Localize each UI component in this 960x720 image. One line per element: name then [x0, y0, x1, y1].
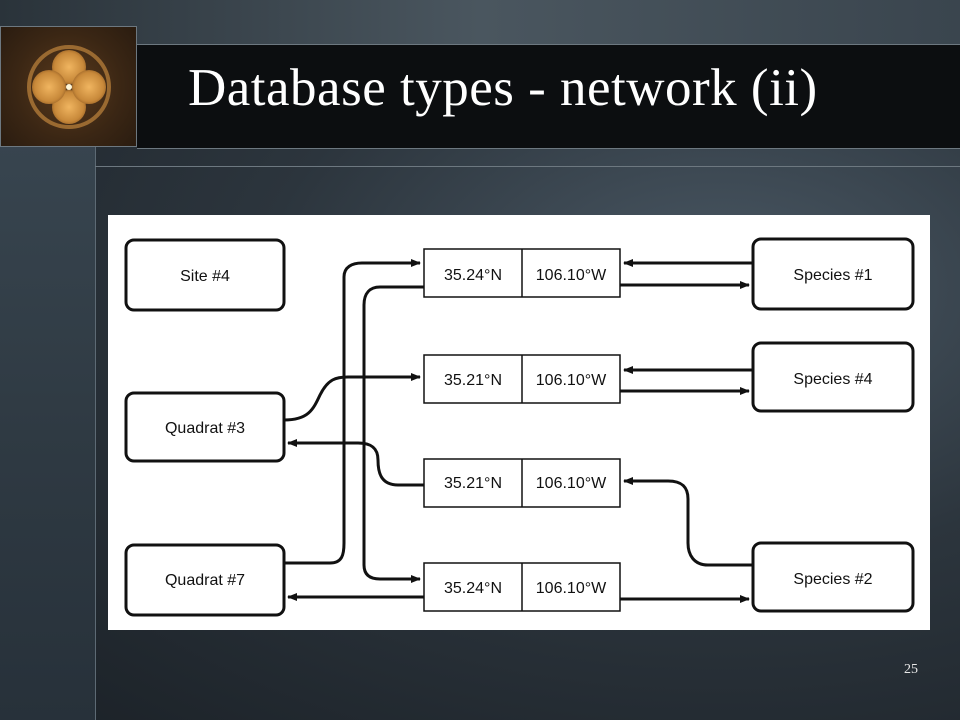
- species-2-box: Species #2: [751, 541, 915, 613]
- site-4-label: Site #4: [180, 268, 230, 285]
- record-2-lon: 106.10°W: [536, 372, 607, 389]
- record-3-lat: 35.21°N: [444, 475, 502, 492]
- arrow-record1-to-record4: [362, 285, 424, 583]
- species-1-box: Species #1: [751, 237, 915, 311]
- record-1-lat: 35.24°N: [444, 267, 502, 284]
- arrow-quadrat3-to-record2: [283, 373, 421, 422]
- page-title: Database types - network (ii): [188, 59, 818, 117]
- record-4-lon: 106.10°W: [536, 580, 607, 597]
- record-3-lon: 106.10°W: [536, 475, 607, 492]
- site-4-box: Site #4: [124, 238, 286, 312]
- quadrat-3-box: Quadrat #3: [124, 391, 286, 463]
- species-1-label: Species #1: [793, 267, 872, 284]
- arrow-record3-to-quadrat3: [287, 439, 424, 487]
- slide-number: 25: [904, 662, 918, 677]
- left-connectors: [283, 259, 424, 601]
- right-connectors: [620, 259, 753, 603]
- top-decor-band: [0, 0, 960, 44]
- record-4-lat: 35.24°N: [444, 580, 502, 597]
- arrow-species2-to-record3: [623, 477, 753, 567]
- network-diagram: Site #4 Quadrat #3 Quadrat #7 35.24°N 10…: [108, 215, 930, 630]
- species-2-label: Species #2: [793, 571, 872, 588]
- record-1: 35.24°N 106.10°W: [423, 248, 621, 298]
- species-4-label: Species #4: [793, 371, 872, 388]
- species-4-box: Species #4: [751, 341, 915, 413]
- quadrat-7-box: Quadrat #7: [124, 543, 286, 617]
- record-3: 35.21°N 106.10°W: [423, 458, 621, 508]
- divider: [95, 166, 960, 167]
- logo: [0, 26, 137, 147]
- quadrat-3-label: Quadrat #3: [165, 420, 245, 437]
- quatrefoil-logo-icon: [27, 45, 111, 129]
- arrow-quadrat7-to-record1: [284, 259, 421, 565]
- quadrat-7-label: Quadrat #7: [165, 572, 245, 589]
- record-2: 35.21°N 106.10°W: [423, 354, 621, 404]
- title-bar: [137, 44, 960, 149]
- record-4: 35.24°N 106.10°W: [423, 562, 621, 612]
- record-2-lat: 35.21°N: [444, 372, 502, 389]
- record-1-lon: 106.10°W: [536, 267, 607, 284]
